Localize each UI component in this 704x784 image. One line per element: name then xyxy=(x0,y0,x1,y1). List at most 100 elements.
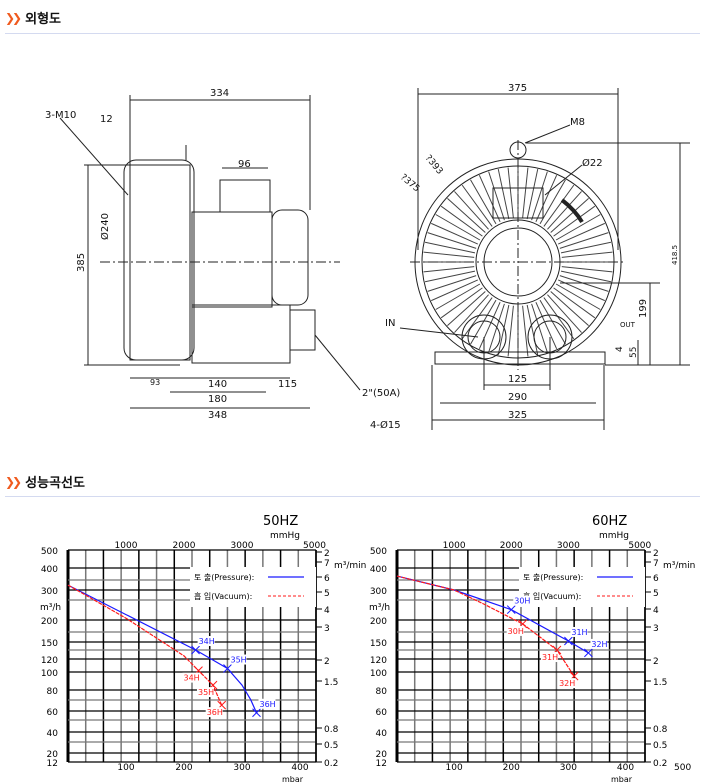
legend-vacuum: 흡 입(Vacuum): xyxy=(523,591,581,601)
data-label: 30H xyxy=(508,627,524,636)
data-label: 30H xyxy=(514,597,530,606)
y2-tick-label: 0.5 xyxy=(653,741,667,751)
data-label: 31H xyxy=(542,653,558,662)
label-bg xyxy=(229,654,247,665)
point-marker xyxy=(191,645,200,655)
cooling-fin xyxy=(454,191,489,230)
cooling-fin xyxy=(427,275,477,292)
label-bg xyxy=(258,698,276,709)
y-tick-label: 20 xyxy=(376,750,388,760)
y-tick-label: 120 xyxy=(41,656,58,666)
cooling-fin xyxy=(447,291,486,326)
label-bg xyxy=(197,636,215,647)
cooling-fin xyxy=(478,301,501,349)
dim-96: 96 xyxy=(238,159,251,170)
x-tick-label: 200 xyxy=(503,763,520,773)
x-tick-label: 300 xyxy=(233,763,250,773)
chart-title: 60HZ xyxy=(592,514,627,529)
y2-tick-label: 0.2 xyxy=(324,759,338,769)
y-tick-label: 120 xyxy=(370,656,387,666)
front-view xyxy=(399,88,690,430)
cooling-fin xyxy=(435,214,481,241)
y-tick-label: 500 xyxy=(370,547,387,557)
data-label: 31H xyxy=(571,628,587,637)
legend-box xyxy=(519,567,645,607)
x2-tick-label: 5000 xyxy=(628,541,651,551)
y-tick-label: 80 xyxy=(376,687,388,697)
data-label: 36H xyxy=(207,708,223,717)
y-tick-label: 400 xyxy=(41,565,58,575)
cooling-fin xyxy=(553,287,596,319)
y-tick-label: 100 xyxy=(370,669,387,679)
y-tick-label: 500 xyxy=(41,547,58,557)
x2-tick-label: 5000 xyxy=(303,541,326,551)
label-bg xyxy=(205,707,223,718)
cooling-fin xyxy=(561,266,613,273)
side-view xyxy=(59,95,361,409)
cooling-fin xyxy=(550,291,589,326)
cooling-fin xyxy=(497,168,510,220)
y-axis-label: m³/h xyxy=(40,603,61,613)
y-tick-label: 200 xyxy=(41,617,58,627)
y-tick-label: 200 xyxy=(370,617,387,627)
label-holes: 4-Ø15 xyxy=(370,419,401,431)
y2-tick-label: 1.5 xyxy=(653,678,667,688)
legend-box xyxy=(190,567,316,607)
x-tick-label: 500 xyxy=(674,763,691,773)
dim-180: 180 xyxy=(208,394,227,405)
y2-tick-label: 2 xyxy=(653,657,659,667)
label-bg xyxy=(197,687,214,698)
dim-55: 55 xyxy=(629,347,639,358)
x2-tick-label: 1000 xyxy=(443,541,466,551)
outline-drawing: 334 3-M10 12 96 Ø240 385 93 140 115 180 … xyxy=(45,83,690,431)
y-tick-label: 150 xyxy=(41,639,58,649)
dim-115: 115 xyxy=(278,379,297,390)
cooling-fin xyxy=(553,205,596,237)
cooling-fin xyxy=(526,168,539,220)
cooling-fin xyxy=(440,205,483,237)
cooling-fin xyxy=(454,294,489,333)
cooling-fin xyxy=(535,175,558,223)
data-label: 35H xyxy=(231,656,247,665)
x2-tick-label: 2000 xyxy=(173,541,196,551)
cooling-fin xyxy=(488,303,505,353)
label-bg xyxy=(513,595,531,606)
cooling-fin xyxy=(507,167,514,219)
y-tick-label: 100 xyxy=(41,669,58,679)
x-axis-label: mbar xyxy=(611,775,633,784)
cooling-fin xyxy=(440,287,483,319)
cooling-fin xyxy=(431,279,479,302)
cooling-fin xyxy=(461,184,493,227)
point-marker xyxy=(584,648,593,658)
chart-50hz: 50HZ5004003002001501201008060402012m³/h2… xyxy=(40,514,366,784)
dim-418: 418.5 xyxy=(671,245,679,265)
y-tick-label: 40 xyxy=(47,729,59,739)
y2-tick-label: 2 xyxy=(653,549,659,559)
divider xyxy=(5,496,700,497)
y2-tick-label: 3 xyxy=(653,624,659,634)
cooling-fin xyxy=(539,299,566,345)
y-tick-label: 300 xyxy=(41,587,58,597)
y2-tick-label: 5 xyxy=(653,589,659,599)
series-line-vacuum xyxy=(396,575,575,677)
chevron-icon: ❯❯ xyxy=(5,474,22,489)
y2-axis-label: m³/min xyxy=(663,561,695,571)
cooling-fin xyxy=(470,179,497,225)
dim-375: 375 xyxy=(508,83,527,94)
dim-385: 385 xyxy=(76,253,87,272)
label-bg xyxy=(506,625,524,636)
label-phi22: Ø22 xyxy=(582,157,603,169)
cooling-fin xyxy=(431,222,479,245)
y-tick-label: 20 xyxy=(47,750,59,760)
label-port: 2"(50A) xyxy=(362,388,400,399)
label-out: OUT xyxy=(620,321,636,329)
cooling-fin xyxy=(526,304,539,356)
divider xyxy=(5,33,700,34)
cooling-fin xyxy=(423,266,475,273)
x-tick-label: 200 xyxy=(175,763,192,773)
label-bg xyxy=(182,672,200,683)
x-tick-label: 100 xyxy=(117,763,134,773)
data-label: 32H xyxy=(559,679,575,688)
cooling-fin xyxy=(478,175,501,223)
